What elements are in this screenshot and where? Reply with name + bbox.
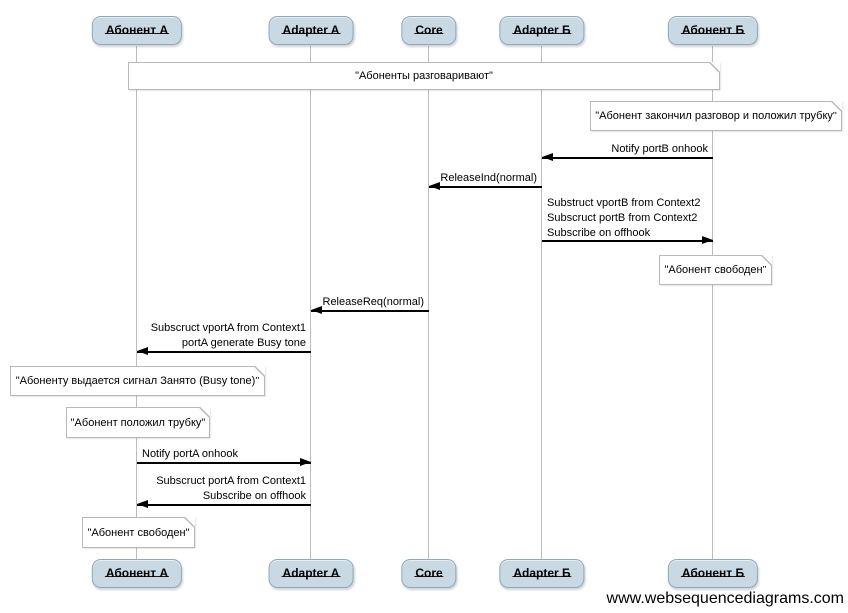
actor-core-top: Core	[401, 16, 457, 45]
lifeline-abonent-b	[712, 46, 713, 560]
arrowhead-left-icon	[429, 182, 440, 190]
note-a-free: "Абонент свободен"	[82, 517, 195, 548]
message-line-text: portA generate Busy tone	[181, 337, 306, 349]
message-line	[429, 186, 542, 188]
note-text: "Абоненту выдается сигнал Занято (Busy t…	[15, 375, 260, 387]
actor-abonent-a-bottom: Абонент А	[91, 559, 183, 588]
actor-core-bottom: Core	[401, 559, 457, 588]
note-text: "Абонент свободен"	[87, 526, 190, 539]
message-label: Substruct vportB from Context2 Subscruct…	[547, 196, 708, 241]
message-label: Subscruct portA from Context1 Subscribe …	[142, 474, 306, 504]
message-line	[542, 157, 713, 159]
actor-label: Абонент Б	[680, 566, 746, 580]
message-line-text: Subscribe on offhook	[547, 227, 651, 239]
actor-label: Adapter Б	[512, 23, 572, 37]
message-label: ReleaseReq(normal)	[322, 296, 425, 308]
note-text: "Абонент свободен"	[664, 264, 767, 276]
actor-label: Core	[414, 23, 444, 37]
arrowhead-left-icon	[137, 347, 148, 355]
actor-label: Абонент А	[104, 23, 170, 37]
message-line	[311, 310, 429, 312]
arrowhead-left-icon	[137, 500, 148, 508]
message-line-text: Subscruct portB from Context2	[547, 212, 698, 224]
actor-abonent-b-top: Абонент Б	[667, 16, 759, 45]
actor-adapter-a-bottom: Adapter A	[268, 559, 354, 588]
actor-abonent-a-top: Абонент А	[91, 16, 183, 45]
note-b-free: "Абонент свободен"	[659, 255, 772, 285]
arrowhead-right-icon	[702, 236, 713, 244]
actor-label: Adapter A	[281, 23, 341, 37]
message-label: ReleaseInd(normal)	[440, 172, 537, 184]
lifeline-abonent-a	[136, 46, 137, 560]
message-label: Subscruct vportA from Context1 portA gen…	[142, 321, 306, 351]
message-line-text: Subscribe on offhook	[202, 490, 306, 502]
message-label: Notify portB onhook	[611, 143, 708, 155]
actor-adapter-b-bottom: Adapter Б	[499, 559, 585, 588]
watermark: www.websequencediagrams.com	[606, 590, 844, 607]
actor-label: Adapter A	[281, 566, 341, 580]
actor-label: Абонент Б	[680, 23, 746, 37]
message-line	[137, 462, 311, 464]
arrowhead-left-icon	[311, 306, 322, 314]
message-line	[542, 240, 713, 242]
lifeline-core	[428, 46, 429, 560]
message-line	[137, 351, 311, 353]
note-a-hangup: "Абонент положил трубку"	[66, 407, 210, 438]
actor-adapter-a-top: Adapter A	[268, 16, 354, 45]
message-line	[137, 504, 311, 506]
actor-label: Adapter Б	[512, 566, 572, 580]
actor-label: Абонент А	[104, 566, 170, 580]
message-label: Notify portA onhook	[142, 448, 239, 460]
note-talking: "Абоненты разговаривают"	[128, 62, 720, 90]
note-busy-tone: "Абоненту выдается сигнал Занято (Busy t…	[10, 366, 265, 396]
arrowhead-left-icon	[542, 153, 553, 161]
lifeline-adapter-a	[310, 46, 311, 560]
note-text: "Абонент закончил разговор и положил тру…	[595, 110, 837, 122]
actor-label: Core	[414, 566, 444, 580]
actor-abonent-b-bottom: Абонент Б	[667, 559, 759, 588]
note-text: "Абоненты разговаривают"	[355, 70, 493, 82]
message-line-text: Subscruct portA from Context1	[156, 475, 306, 487]
lifeline-adapter-b	[541, 46, 542, 560]
note-text: "Абонент положил трубку"	[70, 416, 206, 429]
message-line-text: Subscruct vportA from Context1	[150, 322, 306, 334]
message-line-text: Substruct vportB from Context2	[547, 197, 701, 209]
note-b-hangup: "Абонент закончил разговор и положил тру…	[590, 101, 842, 131]
actor-adapter-b-top: Adapter Б	[499, 16, 585, 45]
arrowhead-right-icon	[300, 458, 311, 466]
